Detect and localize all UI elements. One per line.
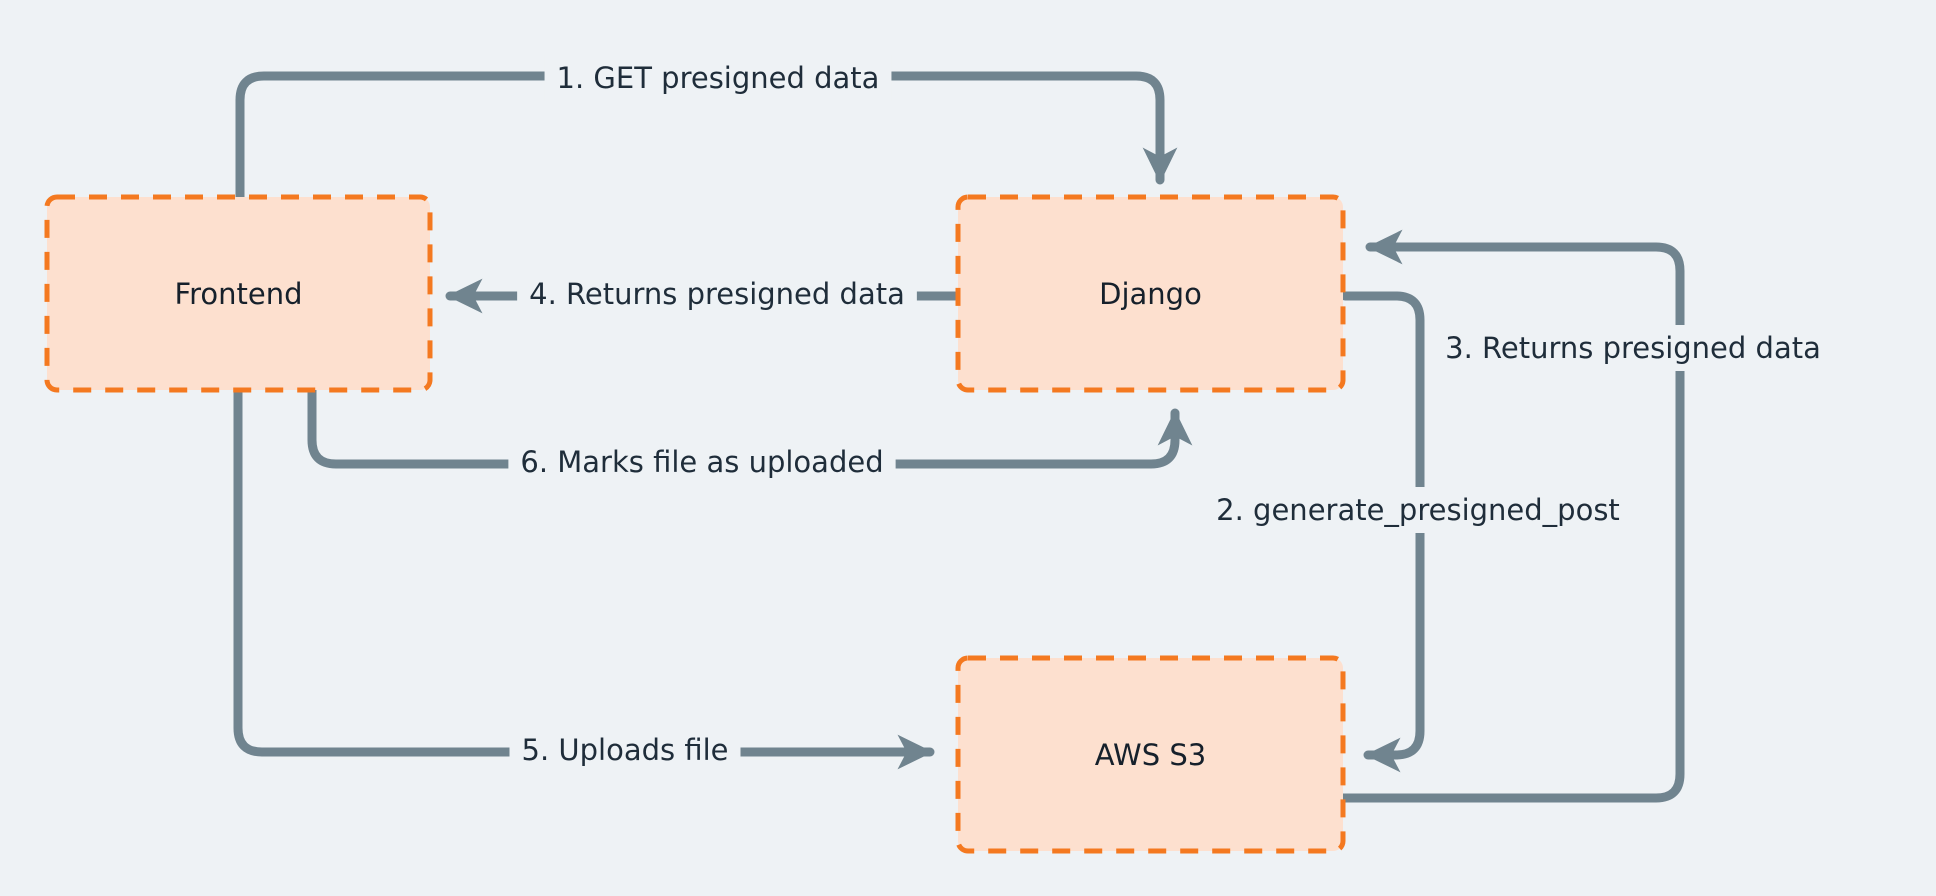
node-django-label: Django	[1099, 277, 1202, 311]
edge-3-label: 3. Returns presigned data	[1445, 331, 1821, 365]
node-frontend-box[interactable]	[44, 194, 433, 393]
edge-4-label: 4. Returns presigned data	[529, 277, 905, 311]
node-django-box[interactable]	[955, 194, 1346, 393]
edge-3-returns-presigned-data: 3. Returns presigned data	[1338, 229, 1833, 803]
edge-1-get-presigned-data: 1. GET presigned data	[235, 55, 1178, 202]
node-aws-s3-label: AWS S3	[1095, 738, 1206, 772]
node-aws-s3-box[interactable]	[955, 655, 1346, 854]
node-django[interactable]: Django	[955, 194, 1346, 393]
edge-2-label: 2. generate_presigned_post	[1216, 493, 1620, 527]
edge-5-uploads-file: 5. Uploads file	[233, 385, 935, 773]
edge-6-label-bg	[508, 439, 896, 485]
edge-1-label-bg	[544, 55, 892, 101]
edge-2-generate-presigned-post: 2. generate_presigned_post	[1204, 291, 1632, 773]
edge-4-returns-presigned-data: 4. Returns presigned data	[445, 271, 960, 317]
edge-5-label-bg	[509, 727, 741, 773]
edge-4-label-bg	[517, 271, 917, 317]
edge-3-label-bg	[1433, 325, 1833, 371]
node-frontend-label: Frontend	[175, 277, 303, 311]
node-frontend[interactable]: Frontend	[44, 194, 433, 393]
edge-2-label-bg	[1204, 487, 1632, 533]
edge-6-label: 6. Marks file as uploaded	[520, 445, 883, 479]
edge-5-label: 5. Uploads file	[522, 733, 729, 767]
edge-6-marks-file-as-uploaded: 6. Marks file as uploaded	[307, 385, 1193, 485]
edge-5-path	[233, 385, 935, 770]
node-aws-s3[interactable]: AWS S3	[955, 655, 1346, 854]
edge-3-path	[1338, 229, 1685, 803]
edge-1-label: 1. GET presigned data	[557, 61, 880, 95]
